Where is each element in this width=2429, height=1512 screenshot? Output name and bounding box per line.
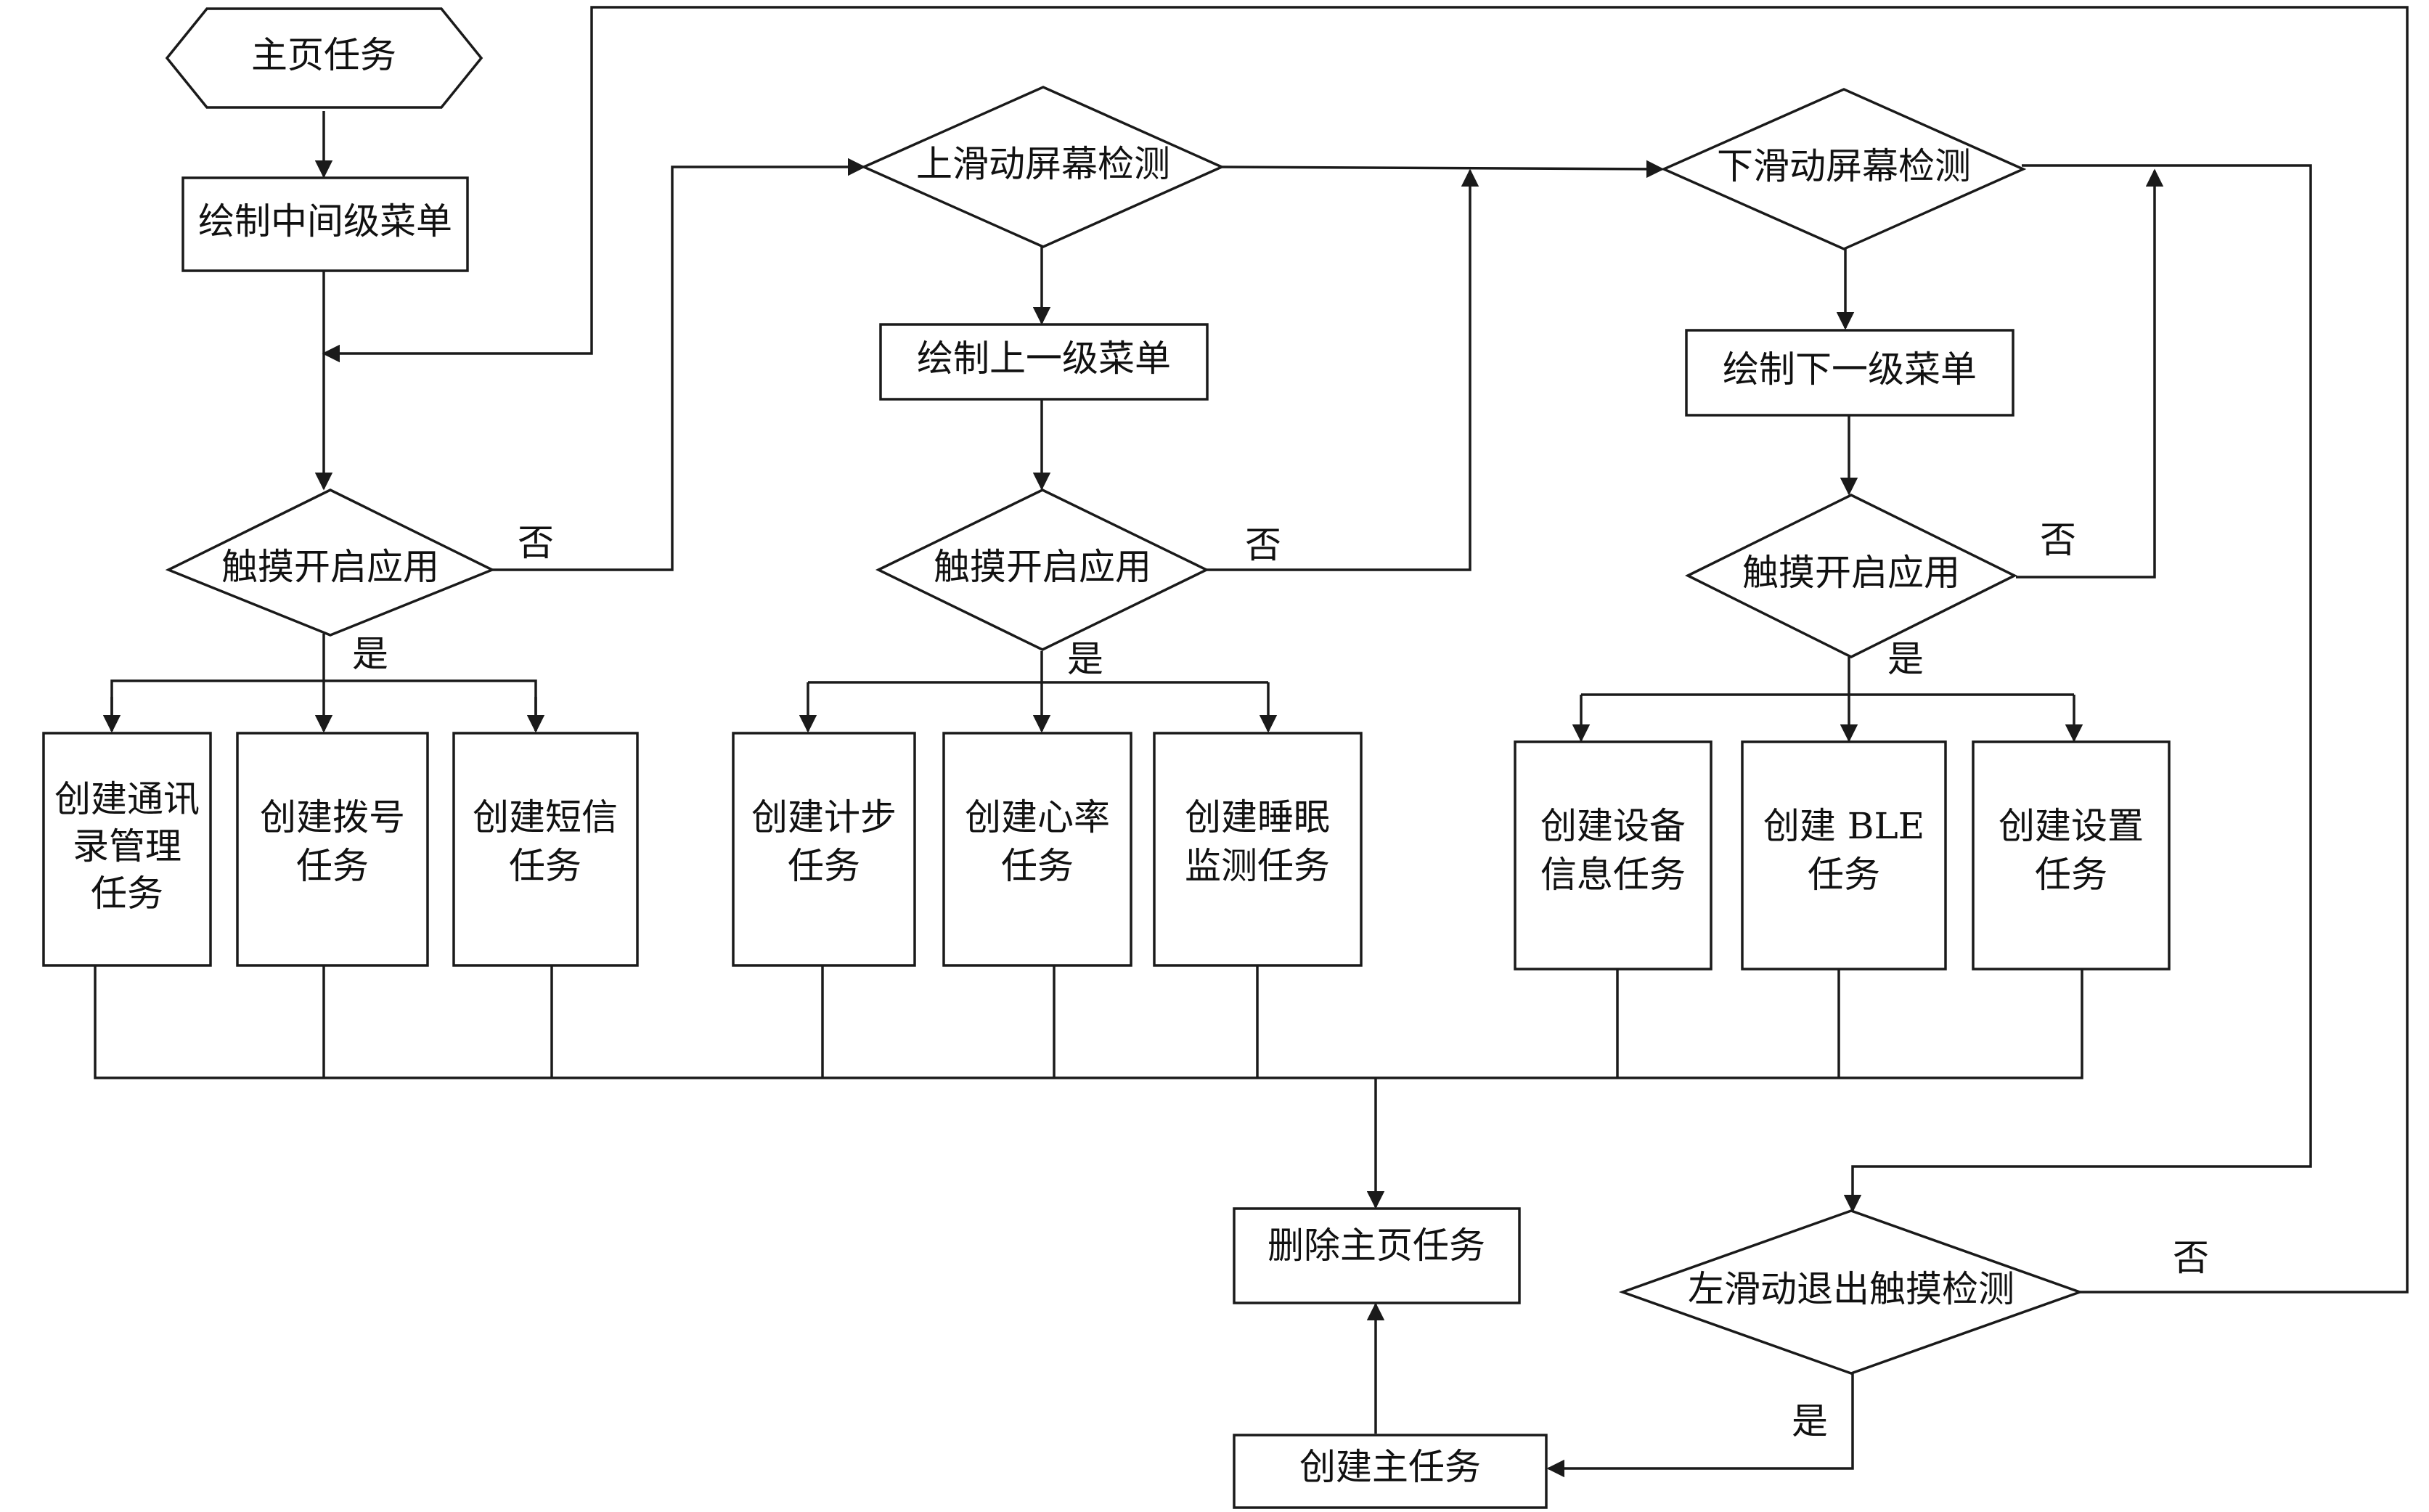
node-create-sleep-line2: 监测任务 xyxy=(1185,845,1330,887)
node-touch-open-app-3: 触摸开启应用 xyxy=(1685,494,2017,658)
node-swipe-down-detect-label: 下滑动屏幕检测 xyxy=(1717,145,1971,187)
node-touch-open-app-2: 触摸开启应用 xyxy=(875,489,1209,651)
node-create-dial-line1: 创建拨号 xyxy=(260,796,405,838)
edge-touch2-no xyxy=(1207,168,1479,571)
node-create-ble-line1: 创建 BLE xyxy=(1763,805,1924,847)
node-create-settings-line1: 创建设置 xyxy=(1999,805,2144,847)
node-draw-upper-menu-label: 绘制上一级菜单 xyxy=(917,338,1171,380)
node-create-settings-line2: 任务 xyxy=(2035,854,2107,896)
node-create-sleep-line1: 创建睡眠 xyxy=(1185,796,1330,838)
node-swipe-down-detect: 下滑动屏幕检测 xyxy=(1660,88,2027,250)
node-home-task: 主页任务 xyxy=(165,7,483,109)
node-swipe-up-detect-label: 上滑动屏幕检测 xyxy=(916,143,1170,185)
node-create-steps: 创建计步 任务 xyxy=(732,732,916,967)
edge-touch3-no xyxy=(2016,168,2164,579)
node-left-swipe-exit: 左滑动退出触摸检测 xyxy=(1618,1209,2084,1375)
node-create-main-task-label: 创建主任务 xyxy=(1299,1446,1481,1488)
edge-label-yes-touch2: 是 xyxy=(1067,638,1103,680)
node-create-dial-line2: 任务 xyxy=(296,845,369,887)
node-create-steps-line2: 任务 xyxy=(788,845,860,887)
edge-labels: 否 是 否 是 否 是 否 是 xyxy=(352,519,2209,1442)
node-swipe-up-detect: 上滑动屏幕检测 xyxy=(860,86,1225,248)
node-create-contacts-line2: 录管理 xyxy=(73,825,181,867)
node-create-heart-rate: 创建心率 任务 xyxy=(942,732,1132,967)
node-create-heart-rate-line2: 任务 xyxy=(1001,845,1074,887)
edge-touch1-no xyxy=(492,158,866,571)
node-touch-open-app-3-label: 触摸开启应用 xyxy=(1742,552,1960,594)
node-create-heart-rate-line1: 创建心率 xyxy=(965,796,1110,838)
node-touch-open-app-2-label: 触摸开启应用 xyxy=(934,546,1151,588)
node-create-device-info: 创建设备 信息任务 xyxy=(1514,740,1712,970)
node-touch-open-app-1-label: 触摸开启应用 xyxy=(221,546,439,588)
edge-label-no-touch1: 否 xyxy=(518,522,554,564)
node-create-dial: 创建拨号 任务 xyxy=(236,732,429,967)
node-draw-mid-menu: 绘制中间级菜单 xyxy=(181,176,469,272)
node-create-steps-line1: 创建计步 xyxy=(751,796,897,838)
edge-exit-yes xyxy=(1546,1372,1854,1478)
node-delete-home-task: 删除主页任务 xyxy=(1233,1207,1521,1304)
node-create-contacts: 创建通讯 录管理 任务 xyxy=(42,732,212,967)
edge-label-yes-touch3: 是 xyxy=(1887,638,1924,680)
edge-label-yes-exit: 是 xyxy=(1792,1400,1828,1442)
node-create-contacts-line1: 创建通讯 xyxy=(54,778,200,820)
edge-label-no-exit: 否 xyxy=(2173,1237,2209,1279)
node-draw-lower-menu: 绘制下一级菜单 xyxy=(1685,329,2014,417)
node-create-sleep: 创建睡眠 监测任务 xyxy=(1153,732,1363,967)
node-create-settings: 创建设置 任务 xyxy=(1972,740,2171,970)
node-create-main-task: 创建主任务 xyxy=(1233,1434,1548,1509)
node-draw-mid-menu-label: 绘制中间级菜单 xyxy=(198,200,452,242)
node-create-ble-line2: 任务 xyxy=(1808,854,1880,896)
node-create-device-info-line2: 信息任务 xyxy=(1540,854,1686,896)
edge-label-no-touch3: 否 xyxy=(2040,519,2076,561)
node-create-sms-line1: 创建短信 xyxy=(473,796,618,838)
node-create-device-info-line1: 创建设备 xyxy=(1540,805,1686,847)
node-left-swipe-exit-label: 左滑动退出触摸检测 xyxy=(1688,1268,2014,1310)
node-touch-open-app-1: 触摸开启应用 xyxy=(165,489,496,637)
node-create-sms-line2: 任务 xyxy=(509,845,581,887)
edge-swipe-down-to-exit xyxy=(1843,164,2312,1213)
edge-label-no-touch2: 否 xyxy=(1245,524,1281,566)
edge-label-yes-touch1: 是 xyxy=(352,633,388,675)
node-home-task-label: 主页任务 xyxy=(251,34,396,76)
node-draw-upper-menu: 绘制上一级菜单 xyxy=(879,323,1209,401)
node-draw-lower-menu-label: 绘制下一级菜单 xyxy=(1723,348,1977,391)
node-create-ble: 创建 BLE 任务 xyxy=(1741,740,1947,970)
edge-exit-no-loop xyxy=(322,6,2409,1294)
edge-collector xyxy=(94,965,2083,1079)
edges xyxy=(94,6,2409,1478)
node-create-sms: 创建短信 任务 xyxy=(452,732,639,967)
node-delete-home-task-label: 删除主页任务 xyxy=(1267,1225,1485,1267)
edge-swipe-up-to-swipe-down xyxy=(1219,160,1665,179)
node-create-contacts-line3: 任务 xyxy=(91,873,163,915)
